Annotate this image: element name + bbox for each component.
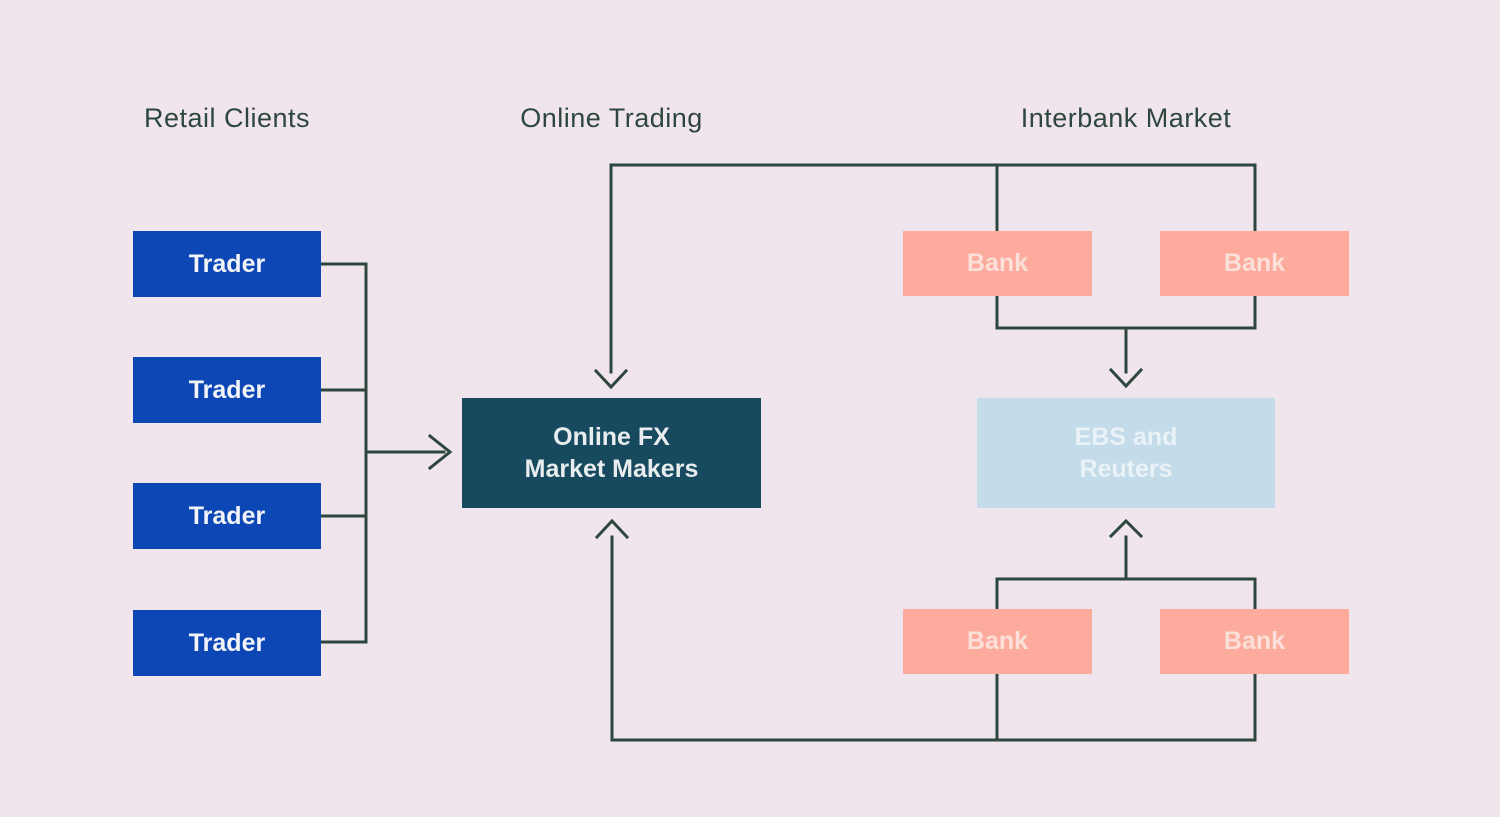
arrowhead-down-into-ebs-icon bbox=[1108, 367, 1144, 389]
heading-online-trading: Online Trading bbox=[520, 103, 703, 133]
arrowhead-up-into-ebs-icon bbox=[1108, 518, 1144, 539]
trader-box-4: Trader bbox=[133, 610, 321, 676]
bank-box-bottom-right: Bank bbox=[1160, 609, 1349, 674]
ebs-reuters-box: EBS and Reuters bbox=[977, 398, 1275, 508]
arrowhead-right-icon bbox=[427, 433, 453, 471]
bank-box-bottom-left: Bank bbox=[903, 609, 1092, 674]
trader-box-1: Trader bbox=[133, 231, 321, 297]
online-fx-market-makers-box: Online FX Market Makers bbox=[462, 398, 761, 508]
traders-bus-line bbox=[319, 262, 368, 644]
heading-retail-clients: Retail Clients bbox=[143, 103, 311, 133]
banks-bottom-return-line bbox=[610, 535, 1257, 742]
arrowhead-down-into-mm-icon bbox=[593, 368, 629, 390]
bank-box-top-right: Bank bbox=[1160, 231, 1349, 296]
arrowhead-up-into-mm-icon bbox=[594, 518, 630, 540]
heading-interbank-market: Interbank Market bbox=[1020, 103, 1232, 133]
bank-box-top-left: Bank bbox=[903, 231, 1092, 296]
trader-box-2: Trader bbox=[133, 357, 321, 423]
trader-box-3: Trader bbox=[133, 483, 321, 549]
